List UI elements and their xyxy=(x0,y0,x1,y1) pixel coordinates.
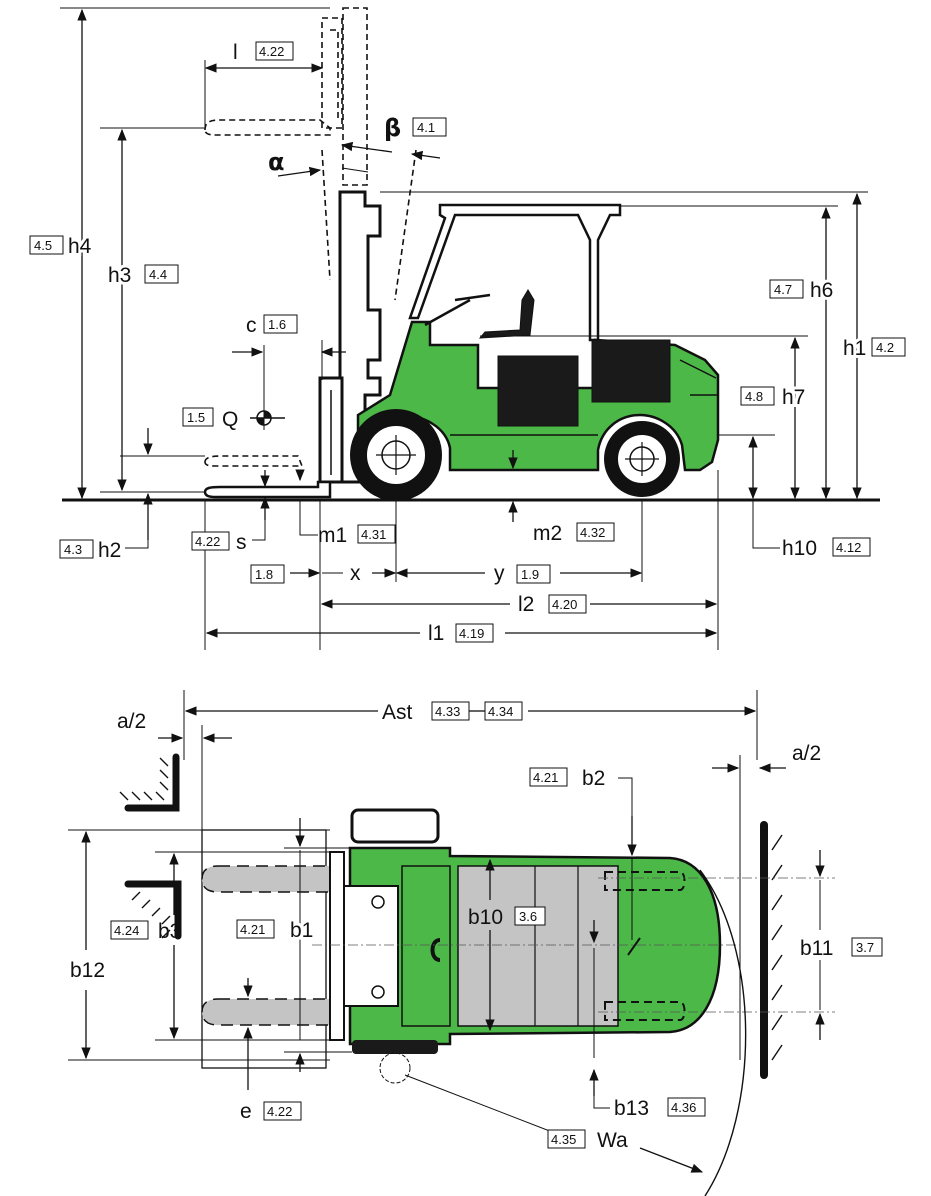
label-h2: h2 xyxy=(98,539,121,562)
label-b2: b2 xyxy=(582,767,605,790)
label-l1: l1 xyxy=(428,622,444,645)
lifted-fork-ghost xyxy=(204,455,304,467)
label-h6: h6 xyxy=(810,279,833,302)
label-b10: b10 xyxy=(468,906,503,929)
ref-h4: 4.5 xyxy=(34,238,52,253)
label-b13: b13 xyxy=(614,1097,649,1120)
ref-b3: 4.24 xyxy=(114,923,139,938)
ref-l: 4.22 xyxy=(259,44,284,59)
ref-h1: 4.2 xyxy=(876,340,894,355)
ref-m2: 4.32 xyxy=(580,525,605,540)
label-b3: b3 xyxy=(158,920,181,943)
ref-s: 4.22 xyxy=(195,534,220,549)
load-centre-marker xyxy=(250,345,285,430)
ref-c: 1.6 xyxy=(268,317,286,332)
side-dimension-lines xyxy=(60,7,868,650)
label-wa: Wa xyxy=(597,1129,628,1152)
ref-wa: 4.35 xyxy=(551,1132,576,1147)
ref-h6: 4.7 xyxy=(774,282,792,297)
label-b11: b11 xyxy=(800,937,833,960)
forks-top xyxy=(201,851,345,1041)
ref-x: 1.8 xyxy=(255,567,273,582)
label-e: e xyxy=(240,1100,252,1123)
forklift-top-view xyxy=(343,808,722,1084)
label-m2: m2 xyxy=(533,522,562,545)
ref-y: 1.9 xyxy=(521,567,539,582)
ref-ast-2: 4.34 xyxy=(488,704,513,719)
ref-beta: 4.1 xyxy=(417,120,435,135)
front-wheel-icon xyxy=(350,409,442,501)
ref-h7: 4.8 xyxy=(745,389,763,404)
ref-b1: 4.21 xyxy=(240,922,265,937)
side-view: l 4.22 β 4.1 α 4.5 h4 h3 4.4 4.7 h6 h1 4… xyxy=(29,7,906,650)
label-h10: h10 xyxy=(782,537,817,560)
label-s: s xyxy=(236,531,247,554)
ref-l1: 4.19 xyxy=(459,626,484,641)
ref-h2: 4.3 xyxy=(64,542,82,557)
label-b12: b12 xyxy=(70,959,105,982)
raised-mast xyxy=(204,7,417,301)
label-l: l xyxy=(233,41,238,64)
label-y: y xyxy=(494,562,505,585)
label-h4: h4 xyxy=(68,235,92,258)
label-h1: h1 xyxy=(843,337,866,360)
label-b1: b1 xyxy=(290,919,313,942)
ref-ast-1: 4.33 xyxy=(435,704,460,719)
ref-l2: 4.20 xyxy=(552,597,577,612)
label-beta: β xyxy=(384,114,401,142)
ref-e: 4.22 xyxy=(267,1104,292,1119)
ref-b11: 3.7 xyxy=(856,940,874,955)
label-c: c xyxy=(246,314,257,337)
ref-m1: 4.31 xyxy=(361,527,386,542)
side-labels: l 4.22 β 4.1 α 4.5 h4 h3 4.4 4.7 h6 h1 4… xyxy=(29,41,906,645)
label-h7: h7 xyxy=(782,386,805,409)
label-a2-left: a/2 xyxy=(117,710,146,733)
mast xyxy=(203,190,382,499)
label-a2-right: a/2 xyxy=(792,742,821,765)
ref-q: 1.5 xyxy=(187,410,205,425)
label-x: x xyxy=(350,562,361,585)
forklift-side-view xyxy=(350,203,720,501)
label-q: Q xyxy=(222,408,238,431)
rear-wheel-icon xyxy=(604,421,680,497)
label-h3: h3 xyxy=(108,264,131,287)
label-alpha: α xyxy=(268,148,285,176)
label-m1: m1 xyxy=(318,524,347,547)
turning-arc xyxy=(699,869,747,1196)
ref-b2: 4.21 xyxy=(533,770,558,785)
top-view: 4.33 4.34 Ast a/2 a/2 xyxy=(68,690,883,1196)
label-ast: Ast xyxy=(382,701,413,724)
wall-hatch-icon xyxy=(119,753,783,1079)
ref-h3: 4.4 xyxy=(149,267,167,282)
ref-b10: 3.6 xyxy=(519,909,537,924)
ref-b13: 4.36 xyxy=(671,1100,696,1115)
ref-h10: 4.12 xyxy=(836,540,861,555)
label-l2: l2 xyxy=(518,593,534,616)
